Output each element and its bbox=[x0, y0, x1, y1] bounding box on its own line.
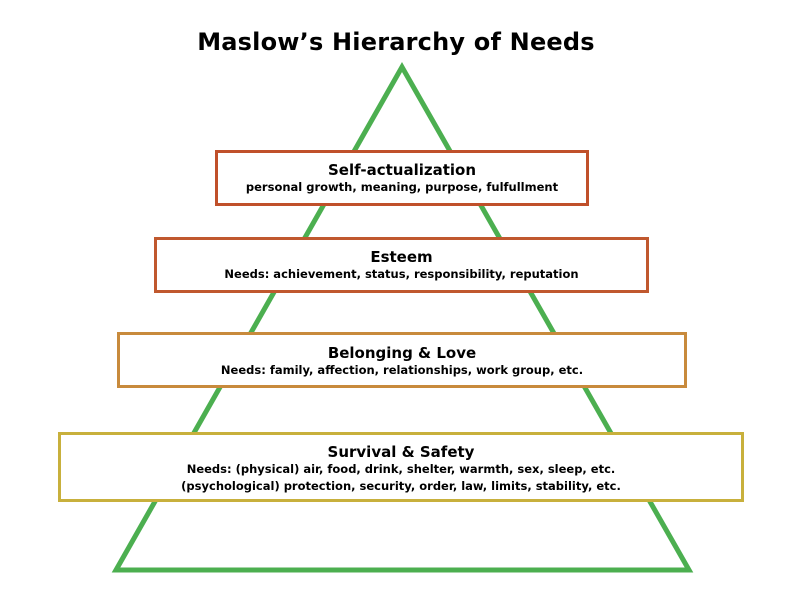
level-self-actualization-desc: personal growth, meaning, purpose, fulfu… bbox=[245, 180, 559, 194]
level-survival-safety-desc-physical: Needs: (physical) air, food, drink, shel… bbox=[186, 462, 616, 476]
level-belonging-love-desc: Needs: family, affection, relationships,… bbox=[220, 363, 584, 377]
pyramid-outline bbox=[111, 61, 694, 573]
level-belonging-love-name: Belonging & Love bbox=[327, 344, 477, 362]
level-esteem-desc: Needs: achievement, status, responsibili… bbox=[224, 267, 579, 281]
level-esteem: Esteem Needs: achievement, status, respo… bbox=[154, 237, 649, 293]
level-survival-safety-name: Survival & Safety bbox=[327, 443, 475, 461]
level-esteem-name: Esteem bbox=[370, 248, 433, 266]
level-survival-safety: Survival & Safety Needs: (physical) air,… bbox=[58, 432, 744, 502]
diagram-title: Maslow’s Hierarchy of Needs bbox=[197, 28, 595, 56]
level-belonging-love: Belonging & Love Needs: family, affectio… bbox=[117, 332, 687, 388]
level-self-actualization: Self-actualization personal growth, mean… bbox=[215, 150, 589, 206]
level-self-actualization-name: Self-actualization bbox=[327, 161, 477, 179]
level-survival-safety-desc-psychological: (psychological) protection, security, or… bbox=[181, 479, 621, 493]
